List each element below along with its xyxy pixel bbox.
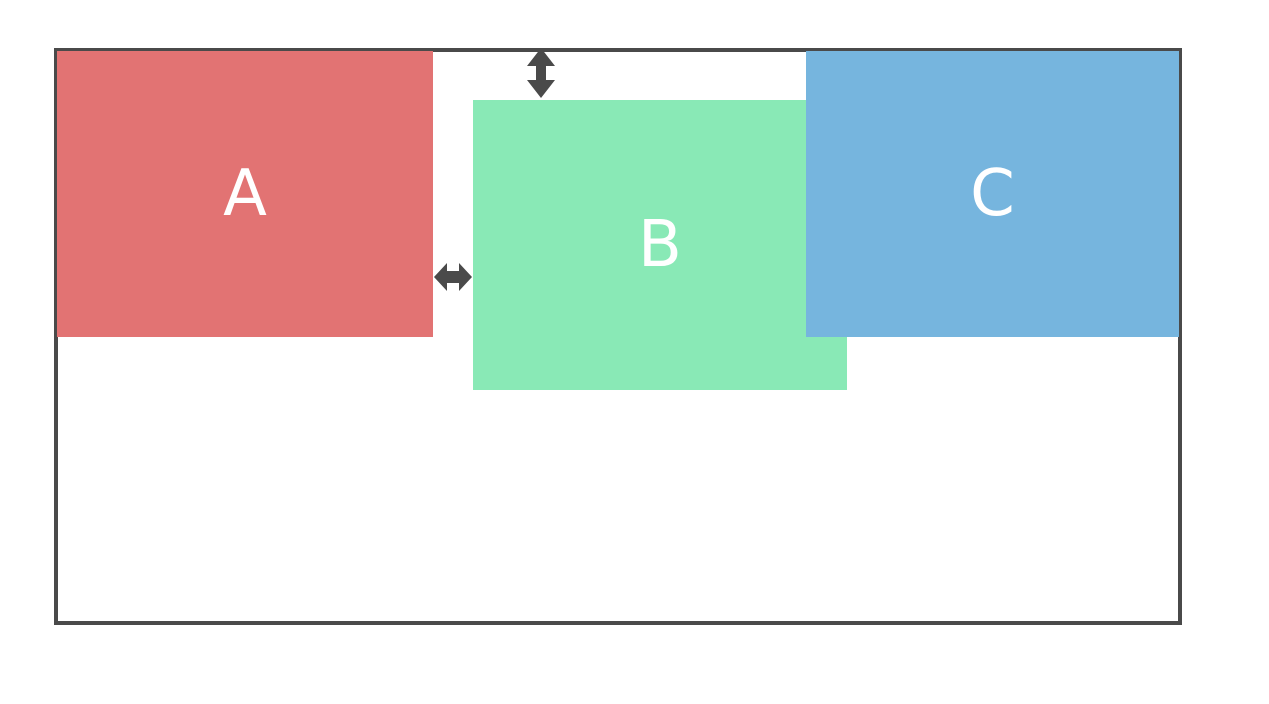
box-c-label: C [970,157,1015,231]
arrow-left-right-icon[interactable] [432,258,474,296]
box-b[interactable]: B [473,100,847,390]
box-c[interactable]: C [806,51,1179,337]
box-a-label: A [223,157,267,231]
box-a[interactable]: A [57,51,433,337]
box-b-label: B [638,208,682,282]
arrow-up-down-icon[interactable] [521,46,561,100]
